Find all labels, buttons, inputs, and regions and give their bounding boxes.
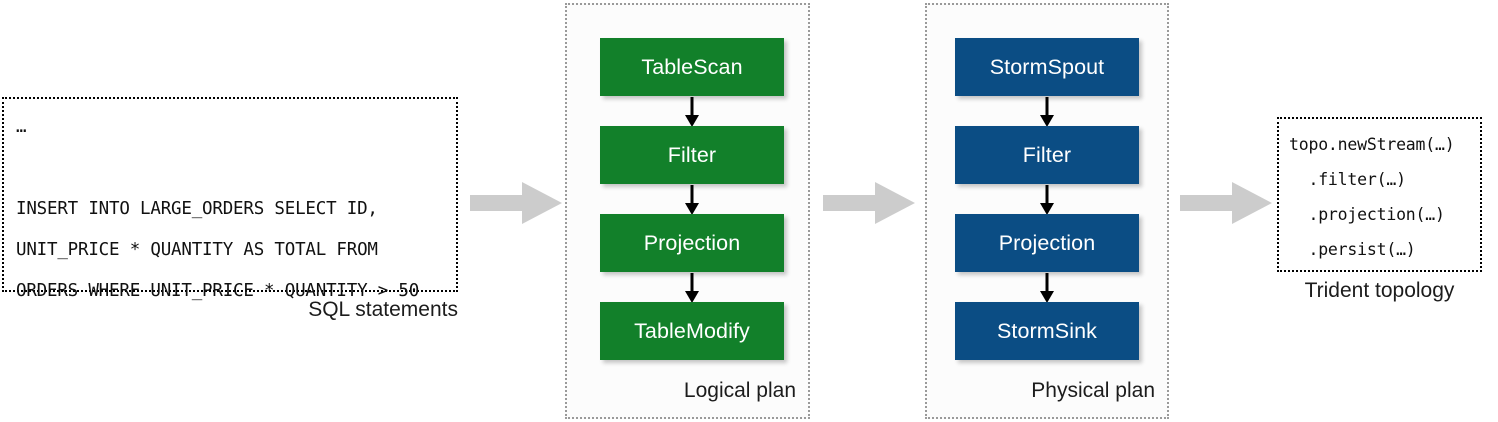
flow-arrow-icon <box>823 178 915 228</box>
trident-topology-code: topo.newStream(…) .filter(…) .projection… <box>1289 135 1455 259</box>
logical-node-tablescan[interactable]: TableScan <box>600 38 784 96</box>
flow-arrow-icon <box>1180 178 1272 228</box>
physical-plan-caption: Physical plan <box>1031 379 1155 402</box>
down-arrow-icon <box>1036 97 1058 127</box>
sql-statements-panel: … INSERT INTO LARGE_ORDERS SELECT ID, UN… <box>2 97 458 301</box>
physical-node-filter[interactable]: Filter <box>955 126 1139 184</box>
logical-node-label: TableScan <box>641 54 743 79</box>
down-arrow-icon <box>681 273 703 303</box>
down-arrow-icon <box>681 97 703 127</box>
logical-node-label: TableModify <box>634 318 750 343</box>
physical-node-stormspout[interactable]: StormSpout <box>955 38 1139 96</box>
physical-node-projection[interactable]: Projection <box>955 214 1139 272</box>
trident-topology-caption: Trident topology <box>1304 279 1455 302</box>
physical-node-label: StormSpout <box>989 54 1105 79</box>
logical-plan-caption: Logical plan <box>683 379 796 402</box>
logical-node-projection[interactable]: Projection <box>600 214 784 272</box>
logical-node-label: Filter <box>667 142 717 167</box>
trident-topology-panel: topo.newStream(…) .filter(…) .projection… <box>1277 117 1482 272</box>
logical-node-tablemodify[interactable]: TableModify <box>600 302 784 360</box>
physical-node-stormsink[interactable]: StormSink <box>955 302 1139 360</box>
physical-node-label: StormSink <box>996 318 1098 343</box>
down-arrow-icon <box>1036 185 1058 215</box>
physical-node-label: Projection <box>998 230 1096 255</box>
logical-node-filter[interactable]: Filter <box>600 126 784 184</box>
sql-statements-code: … INSERT INTO LARGE_ORDERS SELECT ID, UN… <box>16 117 420 301</box>
down-arrow-icon <box>681 185 703 215</box>
down-arrow-icon <box>1036 273 1058 303</box>
logical-node-label: Projection <box>643 230 741 255</box>
sql-statements-caption: SQL statements <box>308 298 458 321</box>
flow-arrow-icon <box>470 178 562 228</box>
physical-node-label: Filter <box>1022 142 1072 167</box>
